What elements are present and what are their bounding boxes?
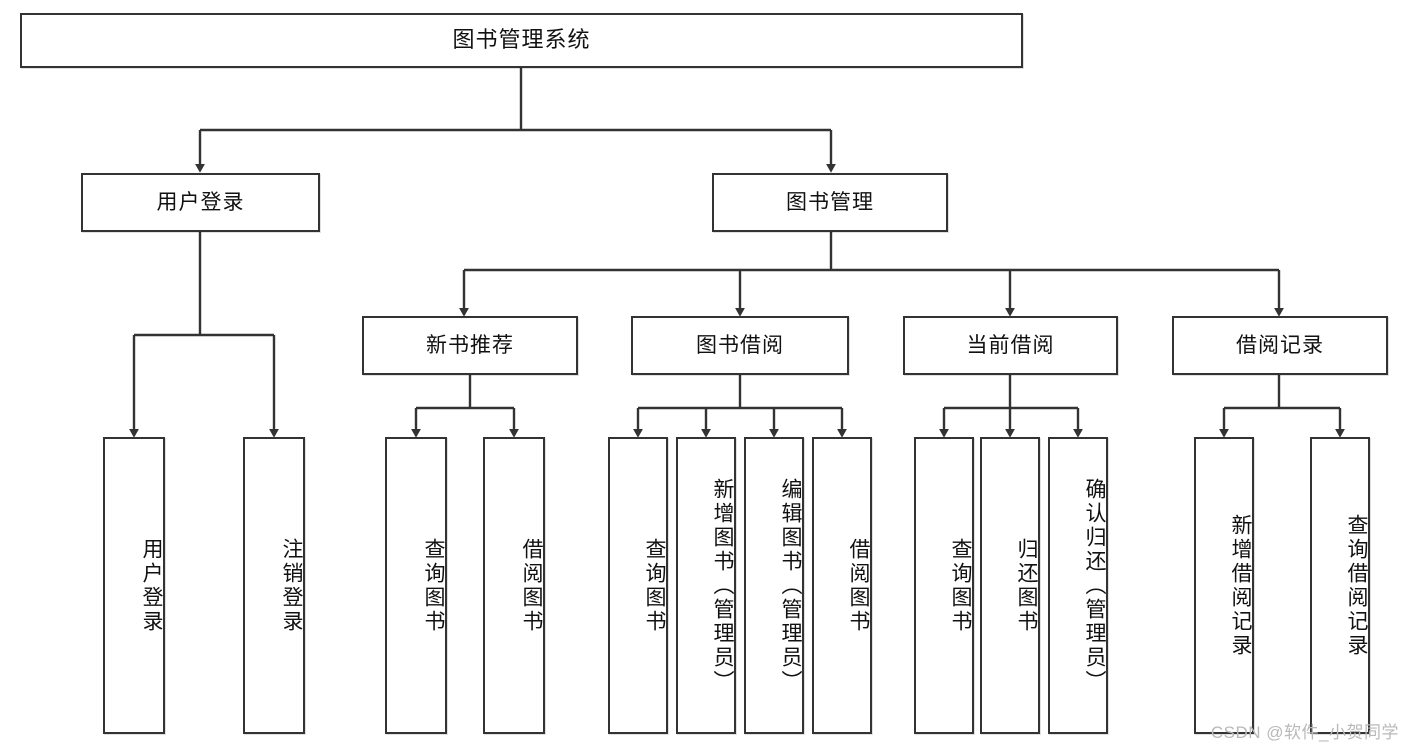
leaf-confirm-return-admin[interactable]: 确认归还（管理员） [1048, 437, 1108, 734]
leaf-add-book-admin[interactable]: 新增图书（管理员） [676, 437, 736, 734]
node-label: 借阅图书 [520, 537, 543, 634]
leaf-borrow-book-borrow[interactable]: 借阅图书 [812, 437, 872, 734]
node-label: 编辑图书（管理员） [779, 477, 802, 694]
node-label: 确认归还（管理员） [1083, 477, 1106, 694]
leaf-logout-login[interactable]: 注销登录 [243, 437, 305, 734]
node-label: 查询图书 [949, 537, 972, 634]
csdn-watermark: CSDN @软件_小贺同学 [1210, 723, 1399, 742]
node-new-book-recommendation[interactable]: 新书推荐 [362, 316, 578, 375]
node-borrow-record[interactable]: 借阅记录 [1172, 316, 1388, 375]
leaf-borrow-book-recommend[interactable]: 借阅图书 [483, 437, 545, 734]
leaf-query-book-recommend[interactable]: 查询图书 [385, 437, 447, 734]
leaf-add-borrow-record[interactable]: 新增借阅记录 [1194, 437, 1254, 734]
node-user-login[interactable]: 用户登录 [81, 173, 320, 232]
node-label: 归还图书 [1015, 537, 1038, 634]
node-current-borrow[interactable]: 当前借阅 [903, 316, 1118, 375]
node-label: 查询图书 [422, 537, 445, 634]
node-label: 借阅记录 [1236, 333, 1324, 357]
node-label: 借阅图书 [847, 537, 870, 634]
node-label: 用户登录 [156, 190, 245, 214]
leaf-query-borrow-record[interactable]: 查询借阅记录 [1310, 437, 1370, 734]
leaf-edit-book-admin[interactable]: 编辑图书（管理员） [744, 437, 804, 734]
node-root-book-management-system[interactable]: 图书管理系统 [20, 13, 1023, 68]
node-label: 查询借阅记录 [1345, 513, 1368, 658]
node-label: 新增图书（管理员） [711, 477, 734, 694]
leaf-query-book-current[interactable]: 查询图书 [914, 437, 974, 734]
node-label: 新增借阅记录 [1229, 513, 1252, 658]
node-label: 图书借阅 [696, 333, 784, 357]
leaf-return-book[interactable]: 归还图书 [980, 437, 1040, 734]
node-label: 图书管理系统 [452, 27, 591, 53]
node-book-manage[interactable]: 图书管理 [712, 173, 948, 232]
leaf-user-login[interactable]: 用户登录 [103, 437, 165, 734]
node-label: 用户登录 [140, 537, 163, 634]
leaf-query-book-borrow[interactable]: 查询图书 [608, 437, 668, 734]
node-label: 查询图书 [643, 537, 666, 634]
node-label: 当前借阅 [966, 333, 1055, 357]
node-book-borrow[interactable]: 图书借阅 [631, 316, 849, 375]
node-label: 新书推荐 [426, 333, 514, 357]
node-label: 图书管理 [786, 190, 874, 214]
node-label: 注销登录 [280, 537, 303, 634]
